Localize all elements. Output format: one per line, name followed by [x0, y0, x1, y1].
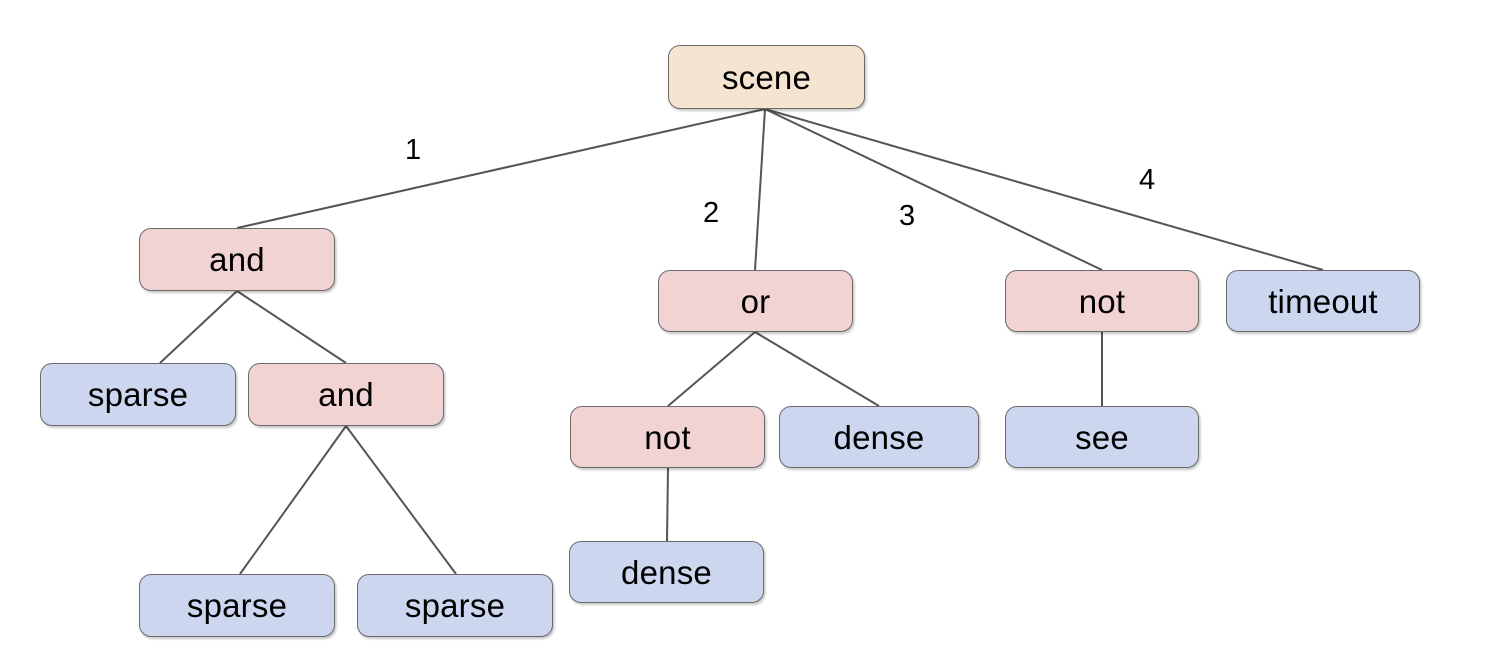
tree-node-see1[interactable]: see [1005, 406, 1199, 468]
tree-node-timeout1[interactable]: timeout [1226, 270, 1420, 332]
tree-node-and1[interactable]: and [139, 228, 335, 291]
tree-node-scene[interactable]: scene [668, 45, 865, 109]
tree-edge [764, 108, 1324, 271]
tree-node-or1[interactable]: or [658, 270, 853, 332]
edge-label-3: 3 [899, 200, 916, 232]
tree-node-not1[interactable]: not [570, 406, 765, 468]
tree-edge [666, 467, 669, 542]
tree-node-dense1[interactable]: dense [779, 406, 979, 468]
edge-label-4: 4 [1139, 164, 1156, 196]
tree-node-and2[interactable]: and [248, 363, 444, 426]
tree-node-sparse1[interactable]: sparse [40, 363, 236, 426]
edge-label-1: 1 [405, 134, 422, 166]
tree-edge [667, 331, 756, 407]
tree-edge [236, 108, 766, 229]
tree-edge [754, 331, 880, 407]
tree-node-sparse3[interactable]: sparse [357, 574, 553, 637]
tree-edge [159, 290, 238, 364]
tree-node-not2[interactable]: not [1005, 270, 1199, 332]
edge-label-2: 2 [703, 197, 720, 229]
tree-node-dense2[interactable]: dense [569, 541, 764, 603]
tree-edge [345, 425, 457, 575]
tree-edge [764, 108, 1103, 271]
tree-edge [754, 108, 766, 271]
tree-node-sparse2[interactable]: sparse [139, 574, 335, 637]
tree-edge [239, 425, 347, 575]
tree-edge [236, 290, 347, 364]
